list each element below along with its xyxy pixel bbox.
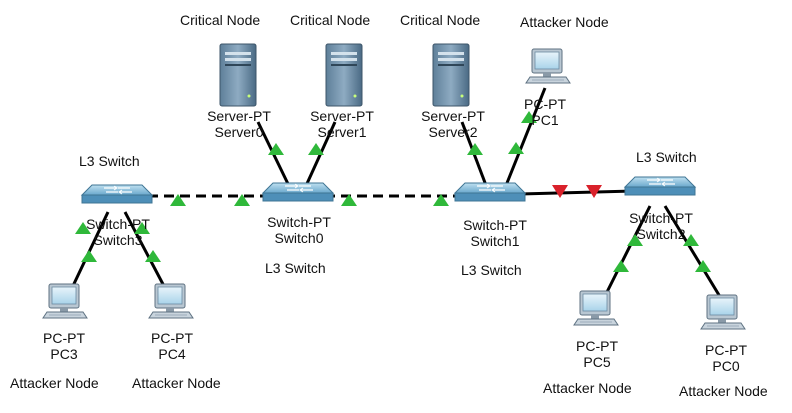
switch0-switch-icon[interactable] xyxy=(262,182,334,202)
link-up-indicator xyxy=(341,194,357,206)
link-switch3-pc4[interactable] xyxy=(123,211,167,289)
pc5-label: PC-PT PC5 xyxy=(571,338,623,370)
link-switch1-switch2[interactable] xyxy=(519,189,635,196)
attacker-node-tag: Attacker Node xyxy=(132,375,221,391)
server0-server-icon[interactable] xyxy=(219,43,257,107)
device-type: Server-PT xyxy=(207,108,271,124)
pc0-pc-icon[interactable] xyxy=(700,294,746,330)
device-type: Switch-PT xyxy=(463,217,527,233)
server0-label: Server-PT Server0 xyxy=(206,108,272,140)
link-up-indicator xyxy=(521,111,537,123)
device-type: PC-PT xyxy=(151,330,193,346)
link-up-indicator xyxy=(508,142,524,154)
pc4-label: PC-PT PC4 xyxy=(146,330,198,362)
link-up-indicator xyxy=(467,143,483,155)
device-type: PC-PT xyxy=(524,96,566,112)
switch3-label: Switch-PT Switch3 xyxy=(80,216,156,248)
device-type: Switch-PT xyxy=(629,210,693,226)
switch2-label: Switch-PT Switch2 xyxy=(623,210,699,242)
link-up-indicator xyxy=(613,260,629,272)
device-name: Server0 xyxy=(214,124,264,140)
device-name: PC5 xyxy=(583,354,611,370)
switch3-switch-icon[interactable] xyxy=(81,184,153,204)
device-type: Server-PT xyxy=(310,108,374,124)
link-up-indicator xyxy=(433,194,449,206)
device-name: PC4 xyxy=(158,346,186,362)
device-type: PC-PT xyxy=(576,338,618,354)
link-switch3-pc3[interactable] xyxy=(70,211,110,289)
server2-label: Server-PT Server2 xyxy=(420,108,486,140)
server1-label: Server-PT Server1 xyxy=(309,108,375,140)
link-up-indicator xyxy=(170,194,186,206)
pc5-pc-icon[interactable] xyxy=(573,290,619,326)
l3-switch-tag: L3 Switch xyxy=(79,153,140,169)
switch1-switch-icon[interactable] xyxy=(454,182,526,202)
l3-switch-tag: L3 Switch xyxy=(461,262,522,278)
link-up-indicator xyxy=(268,143,284,155)
link-up-indicator xyxy=(308,143,324,155)
critical-node-tag: Critical Node xyxy=(180,12,261,28)
attacker-node-tag: Attacker Node xyxy=(543,380,632,396)
critical-node-tag: Critical Node xyxy=(400,12,481,28)
switch1-label: Switch-PT Switch1 xyxy=(457,217,533,249)
server2-server-icon[interactable] xyxy=(432,43,470,107)
device-name: Switch2 xyxy=(636,226,686,242)
device-name: PC3 xyxy=(50,346,78,362)
pc1-pc-icon[interactable] xyxy=(525,48,571,84)
attacker-node-tag: Attacker Node xyxy=(520,14,609,30)
l3-switch-tag: L3 Switch xyxy=(265,260,326,276)
link-pc1-switch1[interactable] xyxy=(503,87,547,189)
link-up-indicator xyxy=(683,234,699,246)
device-name: Switch3 xyxy=(93,232,143,248)
pc0-label: PC-PT PC0 xyxy=(700,342,752,374)
attacker-node-tag: Attacker Node xyxy=(679,383,768,399)
switch0-label: Switch-PT Switch0 xyxy=(261,214,337,246)
link-down-indicator xyxy=(586,185,602,198)
link-up-indicator xyxy=(75,222,91,234)
link-up-indicator xyxy=(81,250,97,262)
device-name: Server1 xyxy=(317,124,367,140)
critical-node-tag: Critical Node xyxy=(290,12,371,28)
link-down-layer xyxy=(552,185,602,198)
device-name: Server2 xyxy=(428,124,478,140)
link-down-indicator xyxy=(552,185,568,198)
pc3-label: PC-PT PC3 xyxy=(38,330,90,362)
device-type: PC-PT xyxy=(43,330,85,346)
link-switch2-pc0[interactable] xyxy=(663,205,724,301)
server1-server-icon[interactable] xyxy=(325,43,363,107)
device-name: Switch0 xyxy=(274,230,324,246)
device-name: PC0 xyxy=(712,358,740,374)
link-status-layer xyxy=(75,111,711,272)
link-switch2-pc5[interactable] xyxy=(603,205,652,297)
device-name: Switch1 xyxy=(470,233,520,249)
pc1-label: PC-PT PC1 xyxy=(520,96,570,128)
device-type: Server-PT xyxy=(421,108,485,124)
attacker-node-tag: Attacker Node xyxy=(10,375,99,391)
link-up-indicator xyxy=(234,194,250,206)
link-up-indicator xyxy=(134,222,150,234)
l3-switch-tag: L3 Switch xyxy=(636,149,697,165)
device-type: Switch-PT xyxy=(267,214,331,230)
link-up-indicator xyxy=(145,250,161,262)
device-type: Switch-PT xyxy=(86,216,150,232)
pc4-pc-icon[interactable] xyxy=(148,283,194,319)
switch2-switch-icon[interactable] xyxy=(624,176,696,196)
link-up-indicator xyxy=(627,234,643,246)
device-type: PC-PT xyxy=(705,342,747,358)
device-name: PC1 xyxy=(531,112,559,128)
pc3-pc-icon[interactable] xyxy=(42,283,88,319)
link-up-indicator xyxy=(695,260,711,272)
